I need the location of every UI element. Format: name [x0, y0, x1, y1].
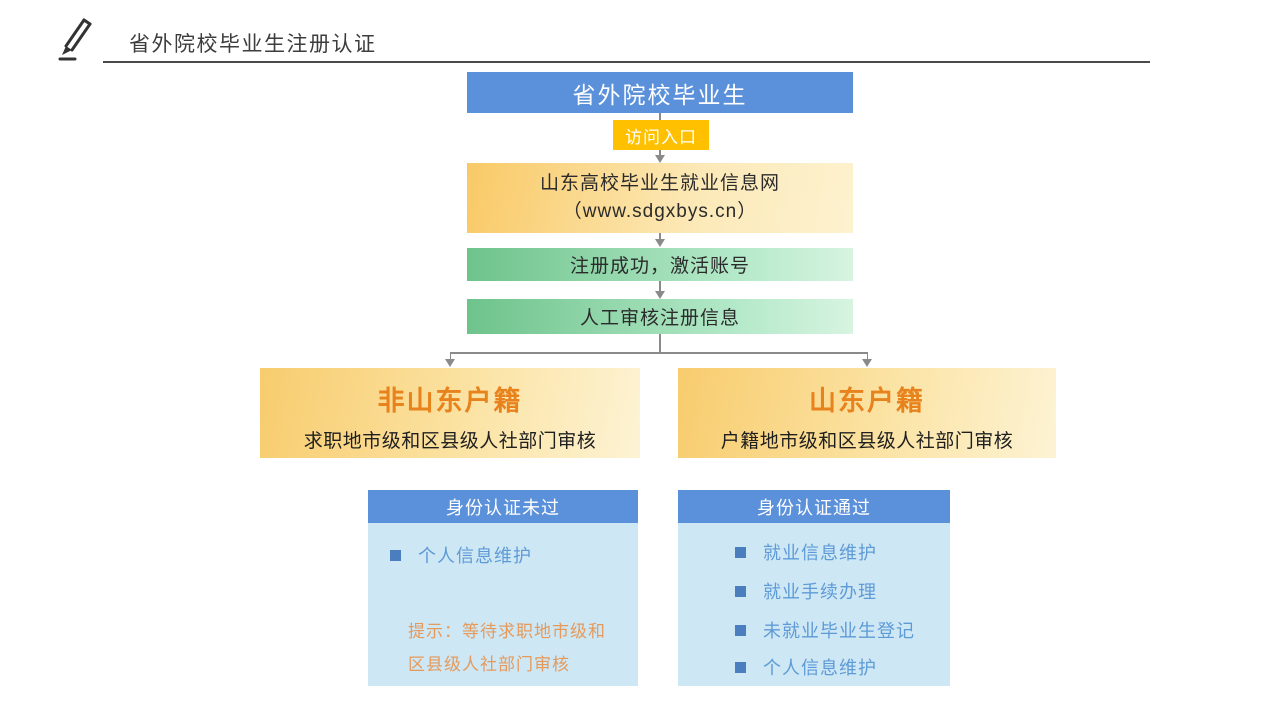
entry-label-box: 访问入口	[613, 120, 709, 150]
panel-body-not-passed: 个人信息维护 提示：等待求职地市级和 区县级人社部门审核	[368, 523, 638, 686]
website-box: 山东高校毕业生就业信息网 （www.sdgxbys.cn）	[467, 163, 853, 233]
title-underline	[103, 61, 1150, 63]
website-name: 山东高校毕业生就业信息网	[539, 173, 780, 194]
connector-line	[450, 352, 868, 354]
panel-header-passed: 身份认证通过	[678, 490, 950, 523]
arrow-down-icon	[655, 239, 665, 247]
branch-title: 非山东户籍	[377, 386, 523, 416]
list-item-label: 就业手续办理	[763, 582, 877, 602]
list-item-label: 就业信息维护	[763, 543, 877, 563]
square-bullet-icon	[390, 549, 401, 561]
list-item: 就业信息维护	[735, 539, 877, 565]
page-title: 省外院校毕业生注册认证	[129, 33, 377, 56]
list-item: 个人信息维护	[390, 542, 532, 568]
connector-line	[866, 352, 868, 360]
connector-line	[659, 334, 661, 352]
arrow-down-icon	[445, 359, 455, 367]
branch-subtitle: 户籍地市级和区县级人社部门审核	[720, 431, 1014, 452]
pencil-icon	[58, 18, 92, 61]
branch-shandong-box: 山东户籍 户籍地市级和区县级人社部门审核	[678, 368, 1056, 458]
square-bullet-icon	[735, 661, 746, 673]
square-bullet-icon	[735, 546, 746, 558]
flow-start-box: 省外院校毕业生	[467, 72, 853, 113]
hint-text-line: 提示：等待求职地市级和	[408, 622, 606, 641]
list-item-label: 个人信息维护	[418, 546, 532, 566]
list-item: 就业手续办理	[735, 578, 877, 604]
connector-line	[659, 150, 661, 156]
connector-line	[659, 113, 661, 120]
list-item-label: 未就业毕业生登记	[763, 621, 915, 641]
branch-non-shandong-box: 非山东户籍 求职地市级和区县级人社部门审核	[260, 368, 640, 458]
review-step-box: 人工审核注册信息	[467, 299, 853, 334]
square-bullet-icon	[735, 585, 746, 597]
list-item-label: 个人信息维护	[763, 658, 877, 678]
arrow-down-icon	[862, 359, 872, 367]
branch-title: 山东户籍	[809, 386, 925, 416]
hint-text-line: 区县级人社部门审核	[408, 655, 570, 674]
connector-line	[659, 233, 661, 240]
list-item: 未就业毕业生登记	[735, 617, 915, 643]
connector-line	[659, 281, 661, 292]
website-url: （www.sdgxbys.cn）	[562, 201, 758, 222]
connector-line	[449, 352, 451, 360]
arrow-down-icon	[655, 291, 665, 299]
branch-subtitle: 求职地市级和区县级人社部门审核	[303, 431, 597, 452]
panel-body-passed: 就业信息维护 就业手续办理 未就业毕业生登记 个人信息维护	[678, 523, 950, 686]
arrow-down-icon	[655, 155, 665, 163]
list-item: 个人信息维护	[735, 654, 877, 680]
square-bullet-icon	[735, 624, 746, 636]
register-step-box: 注册成功，激活账号	[467, 248, 853, 281]
panel-header-not-passed: 身份认证未过	[368, 490, 638, 523]
